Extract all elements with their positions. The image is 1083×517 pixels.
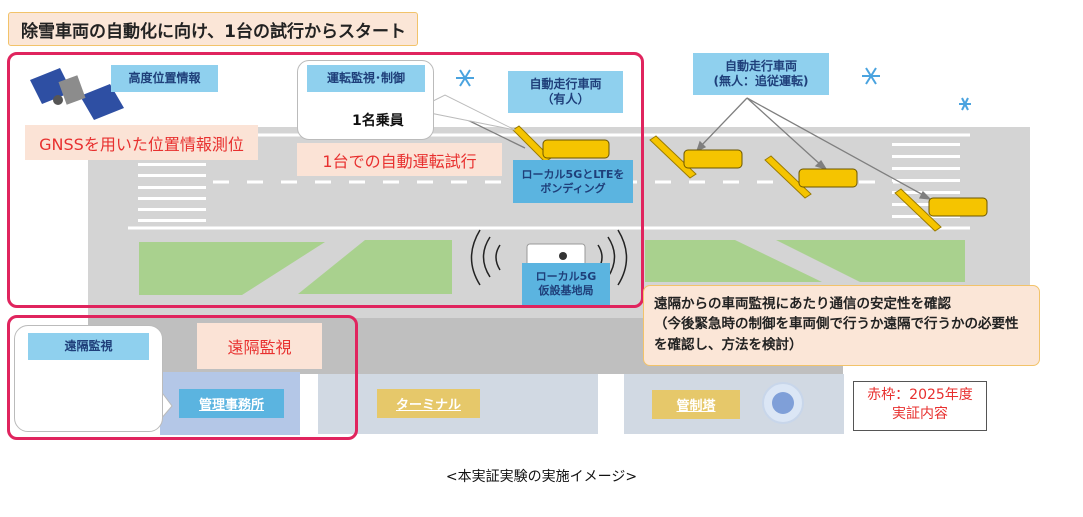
signal-waves-icon xyxy=(470,229,628,286)
crosswalk-left xyxy=(138,163,206,222)
manned-vehicle-label: 自動走行車両 （有人） xyxy=(508,71,623,113)
caption: <本実証実験の実施イメージ> xyxy=(445,469,638,485)
grass-areas xyxy=(139,240,965,295)
red-frame-2025-office xyxy=(7,315,358,440)
remote-monitoring-tag: 遠隔監視 xyxy=(28,333,149,360)
unmanned-vehicle-label: 自動走行車両 (無人：追従運転) xyxy=(693,53,829,95)
gnss-label: GNSSを用いた位置情報測位 xyxy=(25,125,258,160)
snowplow-follower-3 xyxy=(894,188,988,232)
legend-label: 赤枠：2025年度 xyxy=(867,387,973,403)
single-trial-label: 1台での自動運転試行 xyxy=(297,143,502,176)
page-title: 除雪車両の自動化に向け、1台の試行からスタート xyxy=(8,12,418,46)
office-label: 管理事務所 xyxy=(179,389,284,418)
snowflake-icons xyxy=(456,67,971,111)
note-box: 遠隔からの車両監視にあたり通信の安定性を確認 （今後緊急時の制御を車両側で行うか… xyxy=(643,285,1040,366)
drive-monitoring-label: 運転監視･制御 xyxy=(307,65,425,92)
snowplow-follower-2 xyxy=(764,155,858,199)
satellite-icon xyxy=(30,68,124,120)
red-frame-2025-field xyxy=(7,52,644,308)
legend-sub: 実証内容 xyxy=(892,405,948,422)
tower-label: 管制塔 xyxy=(652,390,740,419)
legend-box: 赤枠：2025年度 実証内容 xyxy=(853,381,987,431)
remote-monitoring-label: 遠隔監視 xyxy=(197,323,322,369)
altitude-position-label: 高度位置情報 xyxy=(111,65,218,92)
terminal-label: ターミナル xyxy=(377,389,480,418)
crew-count: 1名乗員 xyxy=(352,113,404,129)
snowplow-manned xyxy=(512,125,610,163)
snowplow-follower-1 xyxy=(649,135,743,179)
base-station-label: ローカル5G 仮設基地局 xyxy=(522,263,610,305)
bonding-label: ローカル5GとLTEを ボンディング xyxy=(513,160,633,203)
